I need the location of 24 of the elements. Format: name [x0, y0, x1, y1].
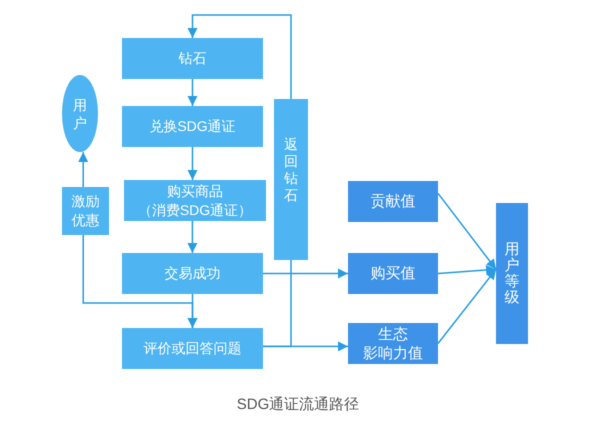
arrow — [263, 268, 348, 278]
process-box: 生态影响力值 — [348, 323, 438, 364]
process-box: 兑换SDG通证 — [122, 106, 263, 147]
process-box: 购买商品（消费SDG通证） — [124, 180, 266, 221]
process-box: 激励优惠 — [62, 187, 109, 235]
process-box: 用户等级 — [496, 203, 528, 344]
arrow — [78, 152, 88, 187]
arrow — [187, 221, 198, 253]
process-box: 评价或回答问题 — [122, 328, 263, 369]
arrow — [188, 79, 198, 106]
process-box: 交易成功 — [122, 253, 263, 294]
arrow — [437, 192, 497, 270]
process-box: 贡献值 — [348, 181, 438, 222]
arrow — [188, 147, 198, 180]
arrow — [82, 235, 198, 328]
process-box: 钻石 — [122, 38, 263, 79]
process-box: 返回钻石 — [274, 99, 308, 260]
caption: SDG通证流通路径 — [236, 396, 360, 414]
arrow — [437, 268, 497, 344]
connector-line — [263, 260, 292, 348]
arrow — [438, 265, 496, 275]
ellipse-node: 用户 — [62, 75, 98, 152]
arrow — [188, 14, 292, 99]
process-box: 购买值 — [348, 253, 438, 294]
